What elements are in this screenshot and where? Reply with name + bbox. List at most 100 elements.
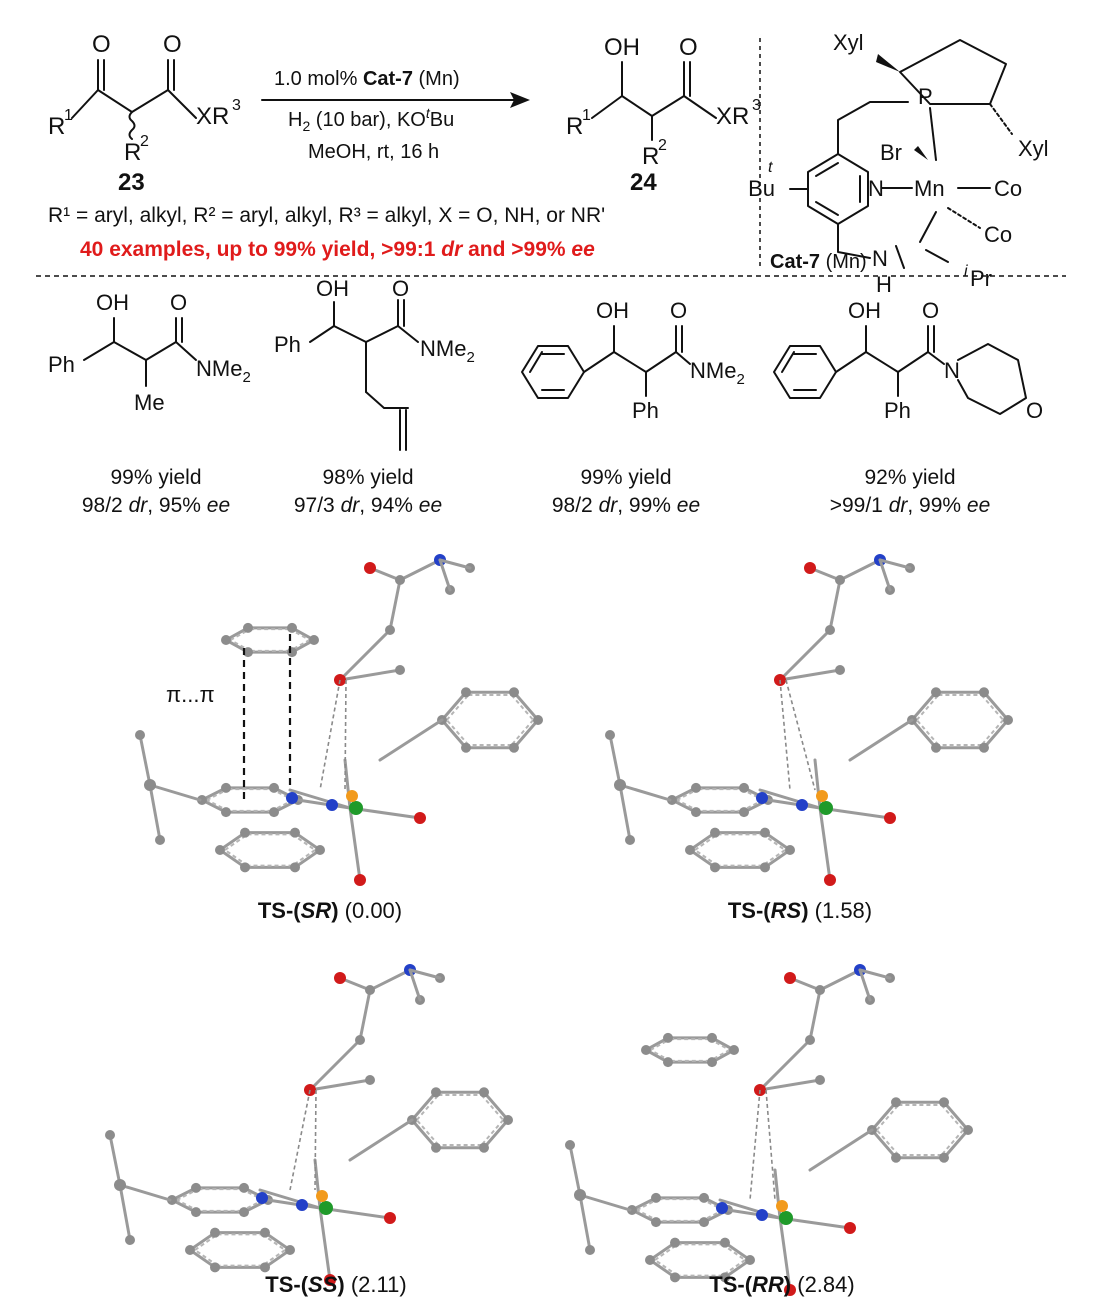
carbon-atom (509, 687, 519, 698)
carbon-atom (144, 779, 156, 791)
lower-aryl-ring-bond (688, 848, 717, 869)
product-xr3: XR (716, 103, 749, 130)
catalyst-cat-7: Xyl P Br N Mn Co Co Xyl t Bu N H i Pr Ca… (748, 30, 1048, 297)
carbon-atom (565, 1140, 575, 1150)
carbon-atom (260, 1262, 270, 1273)
lower-aryl-ring-bond (218, 831, 247, 852)
bond (258, 1188, 322, 1210)
right-aryl-ring-aromatic (916, 719, 940, 746)
bond (778, 1216, 792, 1292)
ex4-ph: Ph (884, 398, 911, 423)
manganese-atom (819, 801, 833, 815)
carbon-atom (365, 985, 375, 995)
oxygen-atom (354, 874, 366, 886)
catalyst-h: H (876, 272, 892, 297)
lower-aryl-ring-bond (688, 831, 717, 852)
carbon-atom (479, 1142, 489, 1153)
nitrogen-atom (296, 1199, 308, 1211)
carbon-atom (645, 1255, 655, 1265)
catalyst-co-2: Co (984, 222, 1012, 247)
hydrogen-bond (779, 679, 791, 791)
ex1-yield: 99% yield (110, 466, 201, 489)
ex2-o: O (392, 276, 409, 301)
carbon-atom (125, 1235, 135, 1245)
carbon-atom (939, 1152, 949, 1163)
carbon-atom (221, 807, 231, 818)
manganese-atom (779, 1211, 793, 1225)
nitrogen-atom (756, 1209, 768, 1221)
ex2-oh: OH (316, 276, 349, 301)
product-oh: OH (604, 34, 640, 61)
bond (348, 806, 362, 882)
nitrogen-atom (796, 799, 808, 811)
carbon-atom (290, 827, 300, 838)
carbon-atom (269, 807, 279, 818)
reactant-r2: R (124, 139, 141, 166)
nitrogen-atom (326, 799, 338, 811)
carbon-atom (710, 827, 720, 838)
lower-aryl-ring-bond (723, 1258, 752, 1279)
lower-aryl-ring-bond (263, 1231, 292, 1252)
carbon-atom (651, 1192, 661, 1203)
phosphorus-atom (316, 1190, 328, 1202)
bond (438, 558, 472, 570)
carbon-atom (239, 1207, 249, 1218)
manganese-atom (319, 1201, 333, 1215)
right-aryl-ring-bond (512, 690, 540, 722)
carbon-atom (287, 622, 297, 633)
carbon-atom (707, 1032, 717, 1043)
lower-aryl-ring-bond (648, 1258, 677, 1279)
right-aryl-ring-aromatic (980, 719, 1004, 746)
carbon-atom (699, 1217, 709, 1228)
right-aryl-ring-aromatic (446, 719, 470, 746)
carbon-atom (185, 1245, 195, 1255)
bond (838, 558, 882, 582)
catalyst-p: P (918, 84, 933, 109)
carbon-atom (745, 1255, 755, 1265)
carbon-atom (1003, 715, 1013, 725)
ex3-ph: Ph (632, 398, 659, 423)
carbon-atom (670, 1272, 680, 1283)
oxygen-atom (324, 1274, 336, 1286)
carbon-atom (395, 665, 405, 675)
bond (108, 1133, 122, 1187)
bond (878, 558, 912, 570)
bond (618, 783, 632, 842)
bond (758, 1038, 812, 1092)
catalyst-xyl-top: Xyl (833, 30, 864, 55)
ex2-amide: NMe2 (420, 336, 475, 366)
carbon-atom (285, 1245, 295, 1255)
catalyst-nh: N (872, 246, 888, 271)
carbon-atom (479, 1087, 489, 1098)
right-aryl-ring-bond (910, 690, 938, 722)
lower-aryl-ring-bond (188, 1248, 217, 1269)
ts-model-rs (605, 554, 1013, 886)
lower-aryl-ring-bond (763, 848, 792, 869)
right-aryl-ring-bond (910, 718, 938, 750)
bond (318, 1206, 332, 1282)
phosphorus-atom (346, 790, 358, 802)
carbon-atom (155, 835, 165, 845)
reactant-o2: O (163, 31, 182, 58)
carbon-atom (260, 1227, 270, 1238)
bond (368, 968, 412, 992)
bond (118, 1183, 172, 1202)
lower-aryl-ring-aromatic (261, 1233, 286, 1251)
carbon-atom (805, 1035, 815, 1045)
reactant-23: O O R 1 R 2 XR 3 23 (48, 31, 241, 196)
bond (808, 988, 822, 1042)
carbon-atom (287, 647, 297, 658)
right-aryl-ring-bond (512, 718, 540, 750)
carbon-atom (431, 1142, 441, 1153)
bond (338, 628, 392, 682)
carbon-atom (210, 1227, 220, 1238)
right-aryl-ring-bond (410, 1090, 438, 1122)
ex4-o2: O (1026, 398, 1043, 423)
phosphorus-atom (776, 1200, 788, 1212)
right-aryl-ring-bond (942, 1128, 970, 1160)
bond (408, 968, 442, 980)
carbon-atom (691, 807, 701, 818)
right-aryl-ring-bond (870, 1128, 898, 1160)
carbon-atom (891, 1097, 901, 1108)
bond (718, 1198, 782, 1220)
